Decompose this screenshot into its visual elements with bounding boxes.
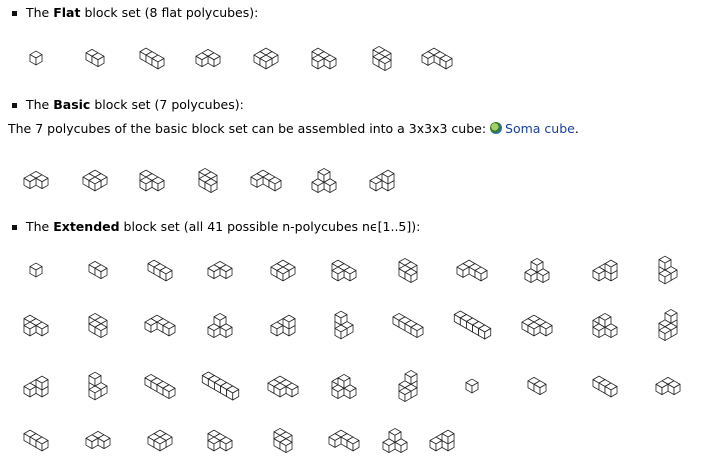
polycube-icon [28, 261, 44, 283]
polycube-icon [272, 426, 294, 459]
basic-description-period: . [574, 121, 579, 136]
polycube-icon [269, 258, 297, 287]
polycube-icon [591, 311, 619, 344]
polycube-icon [455, 258, 489, 287]
polycube-icon [146, 428, 174, 457]
polycube-icon [657, 307, 679, 347]
bullet-flat [12, 11, 17, 16]
basic-description-text: The 7 polycubes of the basic block set c… [8, 121, 491, 136]
heading-extended: The Extended block set (all 41 possible … [26, 219, 420, 235]
extended-block-row-1 [0, 250, 715, 290]
polycube-icon [87, 311, 109, 344]
polycube-icon [28, 49, 44, 71]
polycube-icon [200, 370, 241, 406]
polycube-icon [206, 428, 234, 457]
polycube-icon [391, 311, 425, 344]
polycube-icon [381, 426, 409, 459]
polycube-icon [327, 428, 361, 457]
heading-basic-post: block set (7 polycubes): [90, 97, 244, 112]
polycube-icon [333, 309, 355, 345]
polycube-icon [206, 311, 234, 344]
heading-basic-bold: Basic [53, 97, 91, 112]
heading-extended-post: block set (all 41 possible n-polycubes n… [119, 219, 421, 234]
polycube-icon [330, 372, 358, 405]
polycube-icon [87, 370, 109, 406]
polycube-icon [206, 259, 234, 285]
polycube-icon [654, 375, 682, 401]
flat-block-row [0, 38, 715, 78]
basic-block-row [0, 160, 715, 200]
heading-flat-bold: Flat [53, 5, 81, 20]
polycube-icon [330, 258, 358, 287]
basic-description: The 7 polycubes of the basic block set c… [8, 121, 579, 137]
polycube-icon [657, 254, 679, 290]
polycube-icon [84, 429, 112, 455]
polycube-icon [249, 168, 283, 197]
polycube-icon [591, 374, 619, 403]
heading-flat-post: block set (8 flat polycubes): [80, 5, 259, 20]
polycube-icon [371, 44, 393, 77]
polycube-icon [22, 374, 50, 403]
polycube-icon [526, 375, 548, 401]
polycube-icon [252, 46, 280, 75]
polycube-icon [143, 313, 177, 342]
polycube-icon [22, 428, 50, 457]
polycube-icon [87, 259, 109, 285]
extended-block-row-2 [0, 305, 715, 345]
heading-extended-pre: The [26, 219, 54, 234]
heading-flat: The Flat block set (8 flat polycubes): [26, 5, 258, 21]
polycube-icon [138, 168, 166, 197]
polycube-icon [138, 46, 166, 75]
extended-block-row-3 [0, 366, 715, 406]
polycube-icon [397, 368, 419, 408]
heading-basic: The Basic block set (7 polycubes): [26, 97, 244, 113]
heading-extended-bold: Extended [53, 219, 120, 234]
polycube-icon [194, 47, 222, 73]
polycube-icon [22, 313, 50, 342]
polycube-icon [420, 46, 454, 75]
polycube-icon [266, 374, 300, 403]
polycube-icon [428, 428, 456, 457]
polycube-icon [464, 377, 480, 399]
polycube-icon [84, 47, 106, 73]
polycube-icon [310, 166, 338, 199]
polycube-icon [22, 169, 50, 195]
heading-basic-pre: The [26, 97, 54, 112]
extended-block-row-4 [0, 420, 715, 460]
soma-cube-link[interactable]: Soma cube [505, 121, 575, 136]
polycube-icon [368, 168, 396, 197]
polycube-icon [452, 309, 493, 345]
polycube-icon [81, 168, 109, 197]
polycube-icon [146, 258, 174, 287]
polycube-icon [143, 372, 177, 405]
bullet-extended [12, 225, 17, 230]
polycube-icon [591, 258, 619, 287]
polycube-icon [310, 46, 338, 75]
polycube-icon [197, 166, 219, 199]
bullet-basic [12, 103, 17, 108]
polycube-icon [397, 256, 419, 289]
heading-flat-pre: The [26, 5, 54, 20]
polycube-icon [523, 256, 551, 289]
globe-icon [490, 122, 503, 134]
polycube-icon [520, 313, 554, 342]
polycube-icon [269, 313, 297, 342]
